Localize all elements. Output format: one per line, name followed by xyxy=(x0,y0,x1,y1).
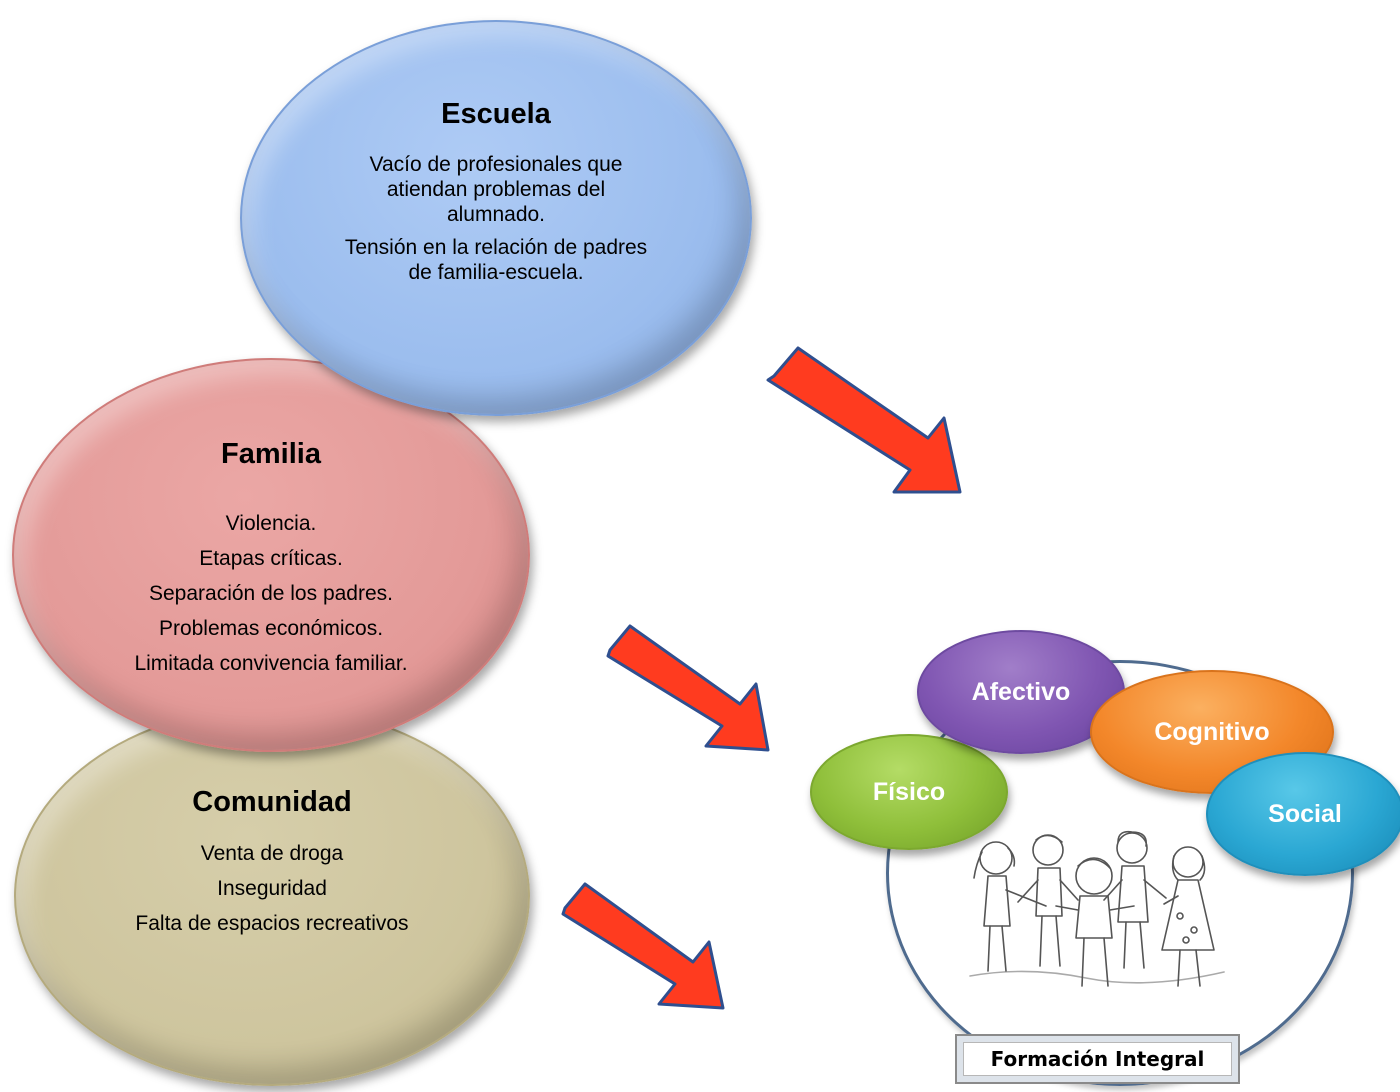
escuela-line: Vacío de profesionales que atiendan prob… xyxy=(369,153,623,226)
arrow-escuela-to-formacion xyxy=(766,346,962,494)
afectivo-bubble: Afectivo xyxy=(917,630,1125,754)
children-circle-icon xyxy=(969,830,1225,987)
formacion-integral-circle xyxy=(886,660,1354,1086)
escuela-title: Escuela xyxy=(441,98,551,130)
fisico-bubble: Físico xyxy=(810,734,1008,850)
familia-line: Separación de los padres. xyxy=(149,582,393,605)
familia-line: Problemas económicos. xyxy=(158,617,384,640)
arrow-comunidad-to-formacion xyxy=(561,882,725,1010)
cognitivo-bubble: Cognitivo xyxy=(1090,670,1334,794)
escuela-description: Vacío de profesionales que atiendan prob… xyxy=(336,152,656,285)
social-bubble: Social xyxy=(1206,752,1400,876)
comunidad-line: Falta de espacios recreativos xyxy=(135,912,409,935)
comunidad-description: Venta de droga Inseguridad Falta de espa… xyxy=(16,836,528,941)
comunidad-line: Venta de droga xyxy=(200,842,344,865)
escuela-ellipse: Escuela Vacío de profesionales que atien… xyxy=(240,20,752,416)
familia-line: Etapas críticas. xyxy=(199,547,343,570)
comunidad-line: Inseguridad xyxy=(217,877,327,900)
comunidad-title: Comunidad xyxy=(192,786,352,818)
familia-line: Limitada convivencia familiar. xyxy=(134,652,408,675)
formacion-integral-label: Formación Integral xyxy=(955,1034,1240,1084)
formacion-integral-text: Formación Integral xyxy=(963,1042,1232,1076)
arrow-familia-to-formacion xyxy=(606,624,770,752)
familia-title: Familia xyxy=(221,438,321,470)
familia-description: Violencia. Etapas críticas. Separación d… xyxy=(14,506,528,681)
familia-line: Violencia. xyxy=(225,512,317,535)
comunidad-ellipse: Comunidad Venta de droga Inseguridad Fal… xyxy=(14,706,530,1086)
familia-ellipse: Familia Violencia. Etapas críticas. Sepa… xyxy=(12,358,530,752)
children-illustration xyxy=(966,826,1228,998)
escuela-line: Tensión en la relación de padres de fami… xyxy=(344,236,648,284)
